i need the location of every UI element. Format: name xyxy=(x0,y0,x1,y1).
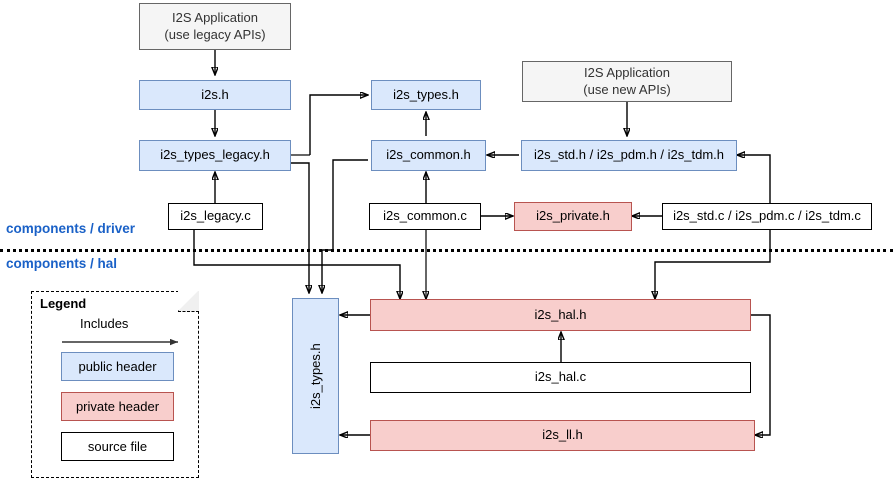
node-i2s-hal-c-label: i2s_hal.c xyxy=(534,369,587,385)
node-i2s-application-new[interactable]: I2S Application (use new APIs) xyxy=(522,61,732,102)
node-i2s-types-legacy-h-label: i2s_types_legacy.h xyxy=(160,147,270,163)
legend-item-private-header-label: private header xyxy=(75,399,160,414)
node-i2s-common-c[interactable]: i2s_common.c xyxy=(369,203,481,230)
node-i2s-hal-h[interactable]: i2s_hal.h xyxy=(370,299,751,331)
zone-label-hal: components / hal xyxy=(6,256,118,271)
zone-label-driver: components / driver xyxy=(6,221,136,236)
legend-includes-label: Includes xyxy=(80,316,129,331)
edge-std-c-to-hal-h xyxy=(655,230,771,299)
node-i2s-std-pdm-tdm-c-label: i2s_std.c / i2s_pdm.c / i2s_tdm.c xyxy=(673,208,861,224)
node-i2s-types-h-hal[interactable]: i2s_types.h xyxy=(292,298,339,454)
node-i2s-ll-h-label: i2s_ll.h xyxy=(542,427,583,443)
legend-item-public-header-label: public header xyxy=(78,359,157,374)
edge-hal-h-to-ll-h xyxy=(751,314,771,435)
node-i2s-application-legacy[interactable]: I2S Application (use legacy APIs) xyxy=(139,3,291,50)
node-i2s-common-h-label: i2s_common.h xyxy=(386,147,471,163)
node-i2s-std-pdm-tdm-h[interactable]: i2s_std.h / i2s_pdm.h / i2s_tdm.h xyxy=(521,140,737,171)
node-i2s-h[interactable]: i2s.h xyxy=(139,80,291,110)
app-new-line2: (use new APIs) xyxy=(583,81,671,97)
node-i2s-hal-h-label: i2s_hal.h xyxy=(534,306,587,322)
legend-item-source-file: source file xyxy=(61,432,174,461)
node-i2s-types-legacy-h[interactable]: i2s_types_legacy.h xyxy=(139,140,291,171)
node-i2s-ll-h[interactable]: i2s_ll.h xyxy=(370,420,755,451)
node-i2s-legacy-c[interactable]: i2s_legacy.c xyxy=(168,203,263,230)
edge-common-h-to-types-vertical xyxy=(322,159,368,293)
legend-item-public-header: public header xyxy=(61,352,174,381)
node-i2s-common-h[interactable]: i2s_common.h xyxy=(371,140,486,171)
node-i2s-types-h-hal-label: i2s_types.h xyxy=(307,343,323,409)
app-legacy-line2: (use legacy APIs) xyxy=(164,26,266,42)
legend-panel: Legend Includes public header private he… xyxy=(31,290,199,478)
edge-types-legacy-to-types-h xyxy=(309,95,368,155)
node-i2s-legacy-c-label: i2s_legacy.c xyxy=(180,208,251,224)
node-i2s-types-h[interactable]: i2s_types.h xyxy=(371,80,481,110)
node-i2s-private-h-label: i2s_private.h xyxy=(536,208,610,224)
edge-std-c-to-std-h xyxy=(737,155,771,203)
edge-legacy-c-to-hal-h xyxy=(193,230,400,299)
app-legacy-line1: I2S Application xyxy=(171,10,258,26)
edge-types-legacy-to-types-vertical xyxy=(291,162,309,293)
node-i2s-common-c-label: i2s_common.c xyxy=(383,208,467,224)
node-i2s-hal-c[interactable]: i2s_hal.c xyxy=(370,362,751,393)
node-i2s-private-h[interactable]: i2s_private.h xyxy=(514,202,632,231)
legend-fold-corner xyxy=(178,290,199,312)
zone-divider xyxy=(0,249,893,252)
node-i2s-std-pdm-tdm-c[interactable]: i2s_std.c / i2s_pdm.c / i2s_tdm.c xyxy=(662,203,872,230)
node-i2s-h-label: i2s.h xyxy=(201,86,229,102)
legend-includes-arrow-icon xyxy=(62,338,178,346)
node-i2s-std-pdm-tdm-h-label: i2s_std.h / i2s_pdm.h / i2s_tdm.h xyxy=(533,147,725,163)
node-i2s-types-h-label: i2s_types.h xyxy=(393,86,459,102)
legend-item-private-header: private header xyxy=(61,392,174,421)
app-new-line1: I2S Application xyxy=(583,65,670,81)
legend-title: Legend xyxy=(40,296,87,311)
legend-item-source-file-label: source file xyxy=(87,439,148,454)
